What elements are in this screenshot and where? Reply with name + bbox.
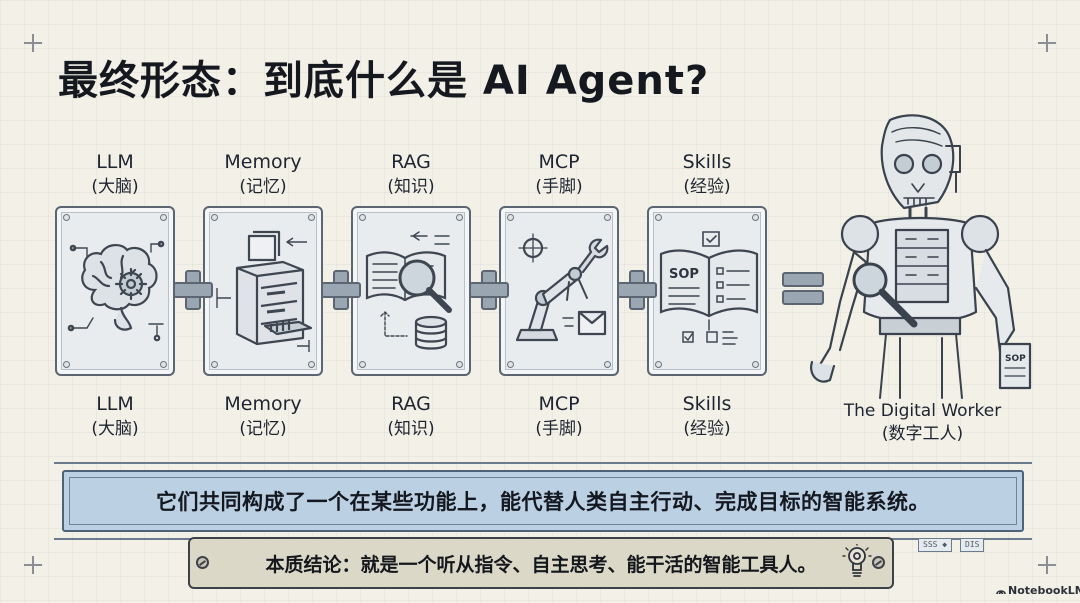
component-name: RAG <box>391 393 431 415</box>
screw-icon <box>196 556 209 569</box>
corner-crosshair-icon <box>24 34 42 52</box>
sop-book-checklist-icon: SOP <box>657 228 761 358</box>
brain-gear-icon <box>65 228 169 358</box>
card-llm <box>55 206 175 376</box>
digital-worker-label: The Digital Worker (数字工人) <box>820 400 1025 446</box>
card-rag <box>351 206 471 376</box>
component-name: Memory <box>224 151 301 173</box>
plus-icon <box>319 268 359 308</box>
banner-tag: DIS <box>960 538 984 552</box>
magnifier-book-database-icon <box>361 228 465 358</box>
corner-crosshair-icon <box>1038 34 1056 52</box>
component-name: MCP <box>538 151 579 173</box>
component-label-top-memory: Memory (记忆) <box>203 150 323 200</box>
page-title: 最终形态：到底什么是 AI Agent? <box>58 48 709 106</box>
component-label-top-mcp: MCP (手脚) <box>499 150 619 200</box>
sop-text: SOP <box>669 267 699 282</box>
component-name: Skills <box>683 151 732 173</box>
definition-text: 它们共同构成了一个在某些功能上，能代替人类自主行动、完成目标的智能系统。 <box>62 470 1024 532</box>
component-sub: (记忆) <box>203 175 323 200</box>
component-name: Skills <box>683 393 732 415</box>
plus-icon <box>615 268 655 308</box>
file-cabinet-icon <box>213 228 317 358</box>
component-sub: (大脑) <box>55 417 175 442</box>
notebooklm-watermark: NotebookLM <box>996 584 1080 597</box>
component-sub: (手脚) <box>499 417 619 442</box>
component-name: RAG <box>391 151 431 173</box>
robot-worker-icon: SOP <box>800 112 1032 402</box>
card-mcp <box>499 206 619 376</box>
card-skills: SOP <box>647 206 767 376</box>
component-name: MCP <box>538 393 579 415</box>
worker-sub: (数字工人) <box>882 424 963 444</box>
component-sub: (经验) <box>647 175 767 200</box>
component-sub: (知识) <box>351 175 471 200</box>
component-name: LLM <box>96 151 134 173</box>
card-memory <box>203 206 323 376</box>
notebooklm-logo-icon <box>996 588 1006 595</box>
lightbulb-icon <box>842 544 872 584</box>
corner-crosshair-icon <box>24 556 42 574</box>
component-label-top-skills: Skills (经验) <box>647 150 767 200</box>
component-label-bottom-llm: LLM (大脑) <box>55 392 175 442</box>
component-sub: (大脑) <box>55 175 175 200</box>
component-name: Memory <box>224 393 301 415</box>
component-label-bottom-skills: Skills (经验) <box>647 392 767 442</box>
component-sub: (知识) <box>351 417 471 442</box>
watermark-text: NotebookLM <box>1008 584 1080 597</box>
component-label-bottom-memory: Memory (记忆) <box>203 392 323 442</box>
conclusion-plate: 本质结论：就是一个听从指令、自主思考、能干活的智能工具人。 <box>188 537 894 589</box>
component-sub: (经验) <box>647 417 767 442</box>
plus-icon <box>467 268 507 308</box>
component-label-bottom-rag: RAG (知识) <box>351 392 471 442</box>
robot-badge-text: SOP <box>1005 354 1026 364</box>
plus-icon <box>171 268 211 308</box>
banner-tag: SSS ◆ <box>918 538 952 552</box>
component-label-top-rag: RAG (知识) <box>351 150 471 200</box>
screw-icon <box>872 556 885 569</box>
corner-crosshair-icon <box>1038 556 1056 574</box>
component-label-top-llm: LLM (大脑) <box>55 150 175 200</box>
component-name: LLM <box>96 393 134 415</box>
worker-name: The Digital Worker <box>844 401 1001 421</box>
component-sub: (手脚) <box>499 175 619 200</box>
robot-arm-icon <box>509 228 613 358</box>
component-sub: (记忆) <box>203 417 323 442</box>
component-label-bottom-mcp: MCP (手脚) <box>499 392 619 442</box>
